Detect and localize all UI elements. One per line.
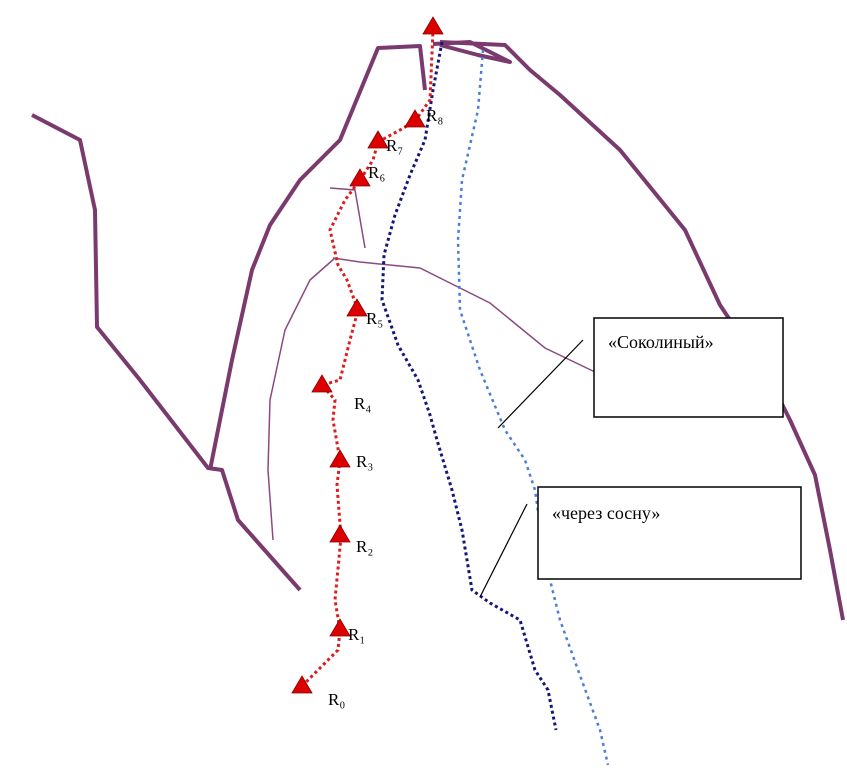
station-marker-r2 <box>329 524 351 543</box>
station-label-r5: R₅ <box>366 309 383 328</box>
station-marker-r7 <box>367 130 389 149</box>
station-marker-r1 <box>329 618 351 637</box>
callout-box-cherez-sosnu <box>537 486 802 580</box>
callout-box-sokolinyi <box>593 317 784 418</box>
thin-ridge-east <box>332 257 596 373</box>
station-marker-r4 <box>311 374 333 393</box>
route-sokolinyi <box>456 49 610 766</box>
station-label-r8: R₈ <box>426 106 443 125</box>
callout-text-sokolinyi: «Соколиный» <box>608 332 714 352</box>
station-marker-r0 <box>291 675 313 694</box>
route-stations <box>300 29 435 688</box>
station-label-r6: R₆ <box>368 163 385 182</box>
station-marker-r8 <box>404 109 426 128</box>
ridge-left <box>31 113 302 592</box>
station-label-r1: R₁ <box>348 625 365 644</box>
route-cherez-sosnu <box>380 41 558 731</box>
ridge-main <box>208 44 427 471</box>
station-label-r0: R₀ <box>328 690 345 709</box>
station-marker-r3 <box>329 449 351 468</box>
station-label-r7: R₇ <box>386 136 403 155</box>
thin-ridge-upper <box>329 187 366 249</box>
callout-leader-cherez-sosnu <box>479 503 528 598</box>
station-marker-r5 <box>346 298 368 317</box>
station-label-r2: R₂ <box>356 537 373 556</box>
station-label-r3: R₃ <box>356 452 373 471</box>
ridge-right <box>439 40 845 621</box>
station-marker-summit <box>422 16 444 35</box>
station-marker-r6 <box>349 168 371 187</box>
thin-ridge-west <box>267 257 336 541</box>
station-label-r4: R₄ <box>354 394 371 413</box>
callout-leader-sokolinyi <box>497 339 584 429</box>
callout-text-cherez-sosnu: «через сосну» <box>552 503 660 523</box>
